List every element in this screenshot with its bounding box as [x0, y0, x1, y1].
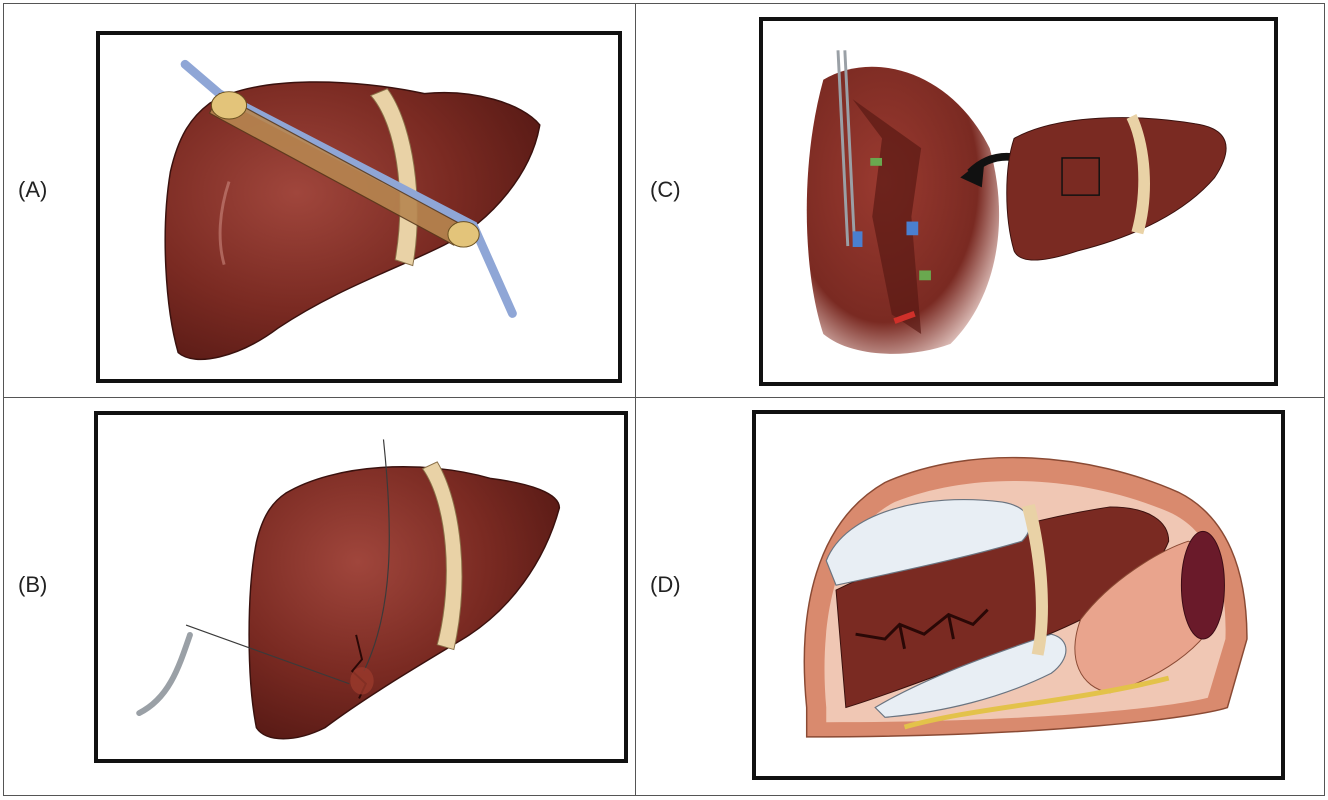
- liver-shape: [248, 466, 561, 740]
- panel-label-a: (A): [18, 177, 48, 202]
- clip-green-1: [870, 157, 883, 166]
- grid-bottom-border: [3, 795, 1325, 796]
- panel-c-illustration: [759, 17, 1278, 386]
- small-ligament: [1126, 113, 1150, 235]
- liver-shape: [164, 81, 541, 360]
- panel-b-illustration: [94, 411, 628, 763]
- tube-clamp-right: [447, 221, 480, 248]
- tube-clamp-left: [210, 91, 248, 120]
- grid-right-border: [1324, 3, 1325, 796]
- clip-red: [893, 310, 916, 324]
- ligament-band: [421, 461, 463, 651]
- grid-horizontal-divider: [3, 397, 1325, 398]
- magnification-box: [1061, 157, 1100, 196]
- grid-vertical-divider: [635, 3, 636, 796]
- clip-blue-2: [906, 221, 919, 236]
- grid-top-border: [3, 3, 1325, 4]
- packing-lower: [874, 633, 1067, 718]
- liver-resection-detail: [806, 50, 1227, 354]
- clip-green-2: [919, 270, 931, 281]
- liver-with-suture: [136, 439, 561, 740]
- surgical-instrument: [836, 50, 857, 247]
- small-liver: [1006, 117, 1227, 261]
- drainage-tube: [180, 59, 517, 318]
- suture-thread: [185, 439, 390, 685]
- panel-label-d: (D): [650, 572, 681, 597]
- panel-d-illustration: [752, 410, 1285, 780]
- clip-blue-1: [852, 231, 863, 247]
- abdominal-packing: [803, 456, 1248, 738]
- arrow-head: [960, 157, 985, 188]
- resection-plane: [852, 99, 922, 335]
- liver-highlight: [218, 181, 231, 266]
- ligament-band: [369, 88, 418, 267]
- liver-with-drainage-tube: [164, 59, 541, 360]
- grid-left-border: [3, 3, 4, 796]
- omentum: [903, 675, 1170, 730]
- spleen: [1180, 530, 1225, 640]
- repair-site: [350, 667, 374, 695]
- panel-label-b: (B): [18, 572, 48, 597]
- panel-label-c: (C): [650, 177, 681, 202]
- suture-needle: [136, 631, 193, 716]
- ligament-band: [1021, 504, 1048, 656]
- panel-a-illustration: [96, 31, 622, 383]
- liver-laceration: [855, 608, 989, 650]
